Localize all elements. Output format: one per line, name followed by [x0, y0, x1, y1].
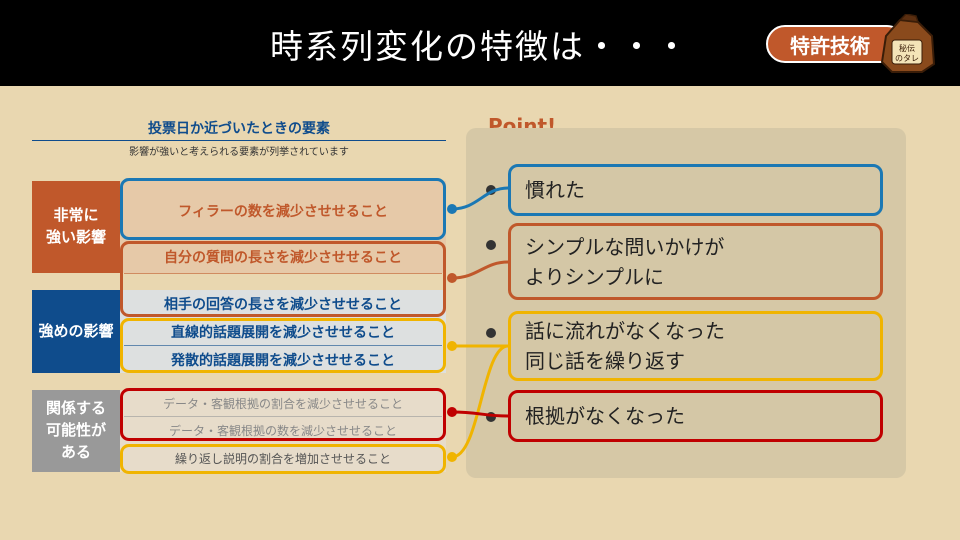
table-title: 投票日か近づいたときの要素: [148, 121, 330, 137]
bullet-dot: [486, 185, 496, 195]
highlight-yellow-possible: [120, 444, 446, 474]
table-row: データ・客観根拠の割合を減少させせること: [162, 397, 403, 411]
connector-dot: [447, 407, 457, 417]
bullet-dot: [486, 412, 496, 422]
connector-dot: [447, 204, 457, 214]
bullet-dot: [486, 328, 496, 338]
row-divider: [124, 416, 442, 417]
table-row: 繰り返し説明の割合を増加させせること: [174, 452, 391, 466]
group-possible: 関係する 可能性が ある: [32, 390, 120, 472]
row-divider: [124, 345, 442, 346]
connector-dot: [447, 341, 457, 351]
header-bar: 時系列変化の特徴は・・・ 特許技術 秘伝 のタレ: [0, 0, 960, 86]
row-divider: [124, 273, 442, 274]
highlight-blue: [120, 178, 446, 240]
row-bg-possible: [120, 390, 446, 472]
table-row: 相手の回答の長さを減少させせること: [164, 297, 402, 313]
table-row: フィラーの数を減少させせること: [178, 204, 388, 220]
page-title: 時系列変化の特徴は・・・: [270, 27, 690, 66]
table-row: 直線的話題展開を減少させせること: [171, 325, 395, 341]
point-item-simpler-questions: シンプルな問いかけが よりシンプルに: [508, 223, 883, 300]
table-row: データ・客観根拠の数を減少させせること: [168, 424, 397, 438]
highlight-orange: [120, 241, 446, 317]
table-row: 自分の質問の長さを減少させせること: [164, 250, 402, 266]
row-bg-very-strong: [120, 181, 446, 273]
bullet-dot: [486, 240, 496, 250]
point-item-used-to: 慣れた: [508, 164, 883, 216]
group-very-strong: 非常に 強い影響: [32, 181, 120, 273]
highlight-yellow-strong: [120, 318, 446, 373]
highlight-red: [120, 388, 446, 441]
group-strong: 強めの影響: [32, 290, 120, 373]
table-row: 発散的話題展開を減少させせること: [171, 353, 395, 369]
point-item-no-flow: 話に流れがなくなった 同じ話を繰り返す: [508, 311, 883, 381]
patent-badge: 特許技術: [766, 25, 906, 63]
mascot-label-1: 秘伝: [899, 43, 915, 53]
sauce-jar-icon: 秘伝 のタレ: [880, 14, 936, 73]
point-item-no-evidence: 根拠がなくなった: [508, 390, 883, 442]
table-title-divider: [32, 140, 446, 141]
table-subtitle: 影響が強いと考えられる要素が列挙されています: [129, 147, 349, 158]
row-bg-strong: [120, 290, 446, 373]
connector-dot: [447, 273, 457, 283]
connector-dot: [447, 452, 457, 462]
mascot-label-2: のタレ: [895, 54, 919, 63]
